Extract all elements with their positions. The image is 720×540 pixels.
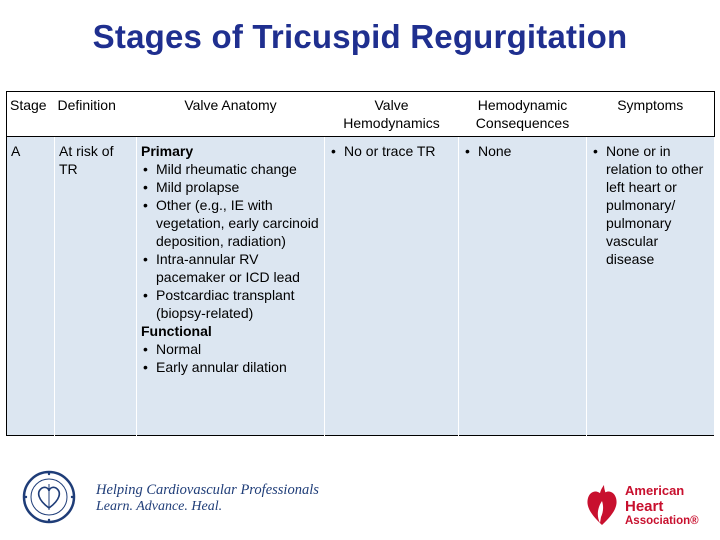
acc-tagline: Helping Cardiovascular Professionals <box>96 482 319 498</box>
list-item: Other (e.g., IE with vegetation, early c… <box>141 196 320 250</box>
list-item: Mild prolapse <box>141 178 320 196</box>
list-item: No or trace TR <box>329 142 454 160</box>
list-item: None <box>463 142 582 160</box>
cell-valve-anatomy: Primary Mild rheumatic change Mild prola… <box>136 136 325 436</box>
anatomy-functional-heading: Functional <box>141 323 212 339</box>
slide-title: Stages of Tricuspid Regurgitation <box>92 18 628 55</box>
header-row: Stage Definition Valve Anatomy Valve Hem… <box>6 91 715 137</box>
list-item: Postcardiac transplant (biopsy-related) <box>141 286 320 322</box>
list-item: Normal <box>141 340 320 358</box>
cell-valve-hemodynamics: No or trace TR <box>324 136 459 436</box>
aha-wordmark-line-2: Heart <box>625 498 664 515</box>
cell-hemodynamic-consequences: None <box>458 136 587 436</box>
cell-symptoms: None or in relation to other left heart … <box>586 136 715 436</box>
list-item: Early annular dilation <box>141 358 320 376</box>
acc-seal-logo <box>22 470 76 524</box>
table-row: A At risk of TR Primary Mild rheumatic c… <box>6 136 715 436</box>
aha-wordmark-line-1: American <box>625 483 685 498</box>
acc-motto: Learn. Advance. Heal. <box>96 499 223 514</box>
acc-logo-block: Helping Cardiovascular Professionals Lea… <box>22 470 319 530</box>
header-symptoms: Symptoms <box>586 91 715 137</box>
header-definition: Definition <box>54 91 137 137</box>
stages-table: Stage Definition Valve Anatomy Valve Hem… <box>6 91 715 436</box>
aha-heart-torch-icon <box>587 485 617 525</box>
header-hemodynamic-consequences: Hemodynamic Consequences <box>458 91 587 137</box>
anatomy-primary-heading: Primary <box>141 143 194 159</box>
aha-logo-block: American Heart Association® <box>585 475 715 535</box>
list-item: Mild rheumatic change <box>141 160 320 178</box>
list-item: None or in relation to other left heart … <box>591 142 710 268</box>
header-stage: Stage <box>6 91 55 137</box>
anatomy-functional-list: Normal Early annular dilation <box>141 340 320 376</box>
aha-wordmark-line-3: Association® <box>625 515 699 527</box>
anatomy-primary-list: Mild rheumatic change Mild prolapse Othe… <box>141 160 320 322</box>
header-valve-anatomy: Valve Anatomy <box>136 91 325 137</box>
header-valve-hemodynamics: Valve Hemodynamics <box>324 91 459 137</box>
list-item: Intra-annular RV pacemaker or ICD lead <box>141 250 320 286</box>
cell-definition: At risk of TR <box>54 136 137 436</box>
cell-stage: A <box>6 136 55 436</box>
